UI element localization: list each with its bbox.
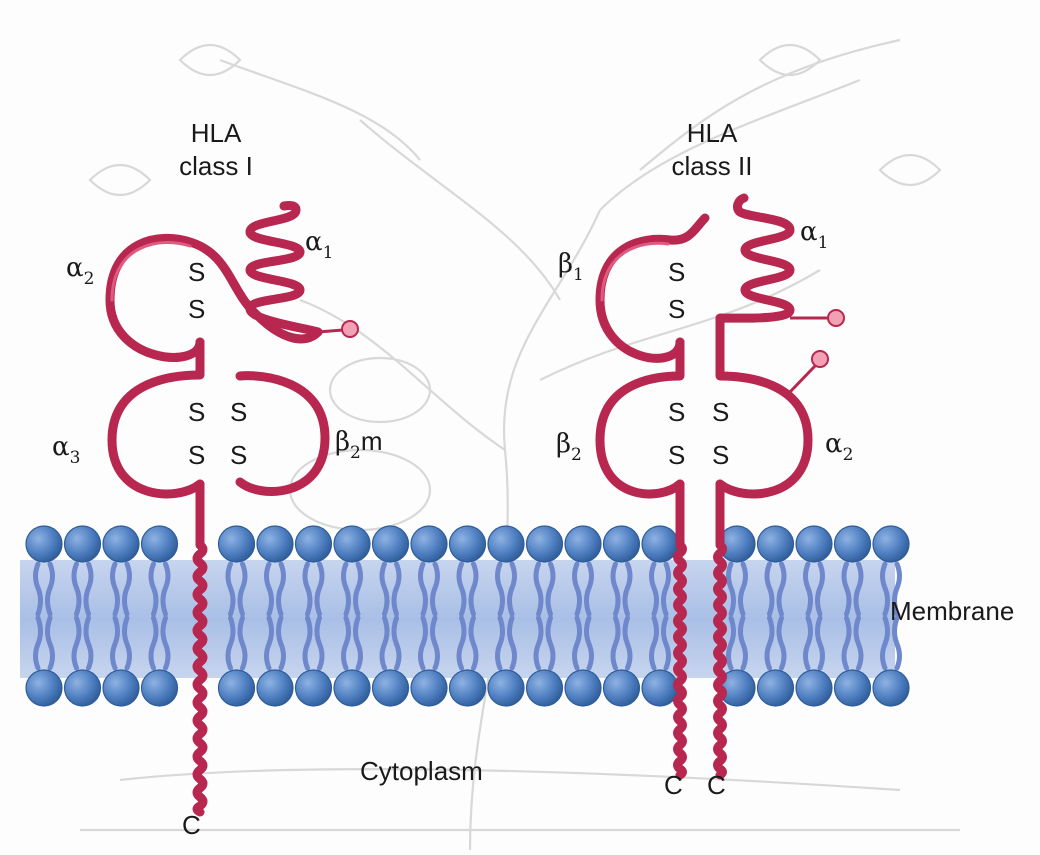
class1-disulfide-s: S bbox=[230, 440, 247, 470]
lipid-head bbox=[758, 526, 794, 562]
lipid-head bbox=[103, 670, 139, 706]
class2-disulfide-s: S bbox=[668, 440, 685, 470]
lipid-head bbox=[758, 670, 794, 706]
lipid-head bbox=[219, 526, 255, 562]
lipid-head bbox=[219, 670, 255, 706]
lipid-head bbox=[257, 670, 293, 706]
class1-disulfide-s: S bbox=[188, 257, 205, 287]
lipid-head bbox=[411, 670, 447, 706]
lipid-head bbox=[796, 526, 832, 562]
lipid-head bbox=[65, 526, 101, 562]
lipid-head bbox=[257, 526, 293, 562]
class2-title-line2: class II bbox=[672, 151, 753, 181]
class2-disulfide-s: S bbox=[668, 397, 685, 427]
lipid-head bbox=[142, 526, 178, 562]
lipid-head bbox=[334, 670, 370, 706]
lipid-head bbox=[296, 526, 332, 562]
class2-alpha-transmembrane-tail bbox=[718, 484, 723, 775]
class1-title-line1: HLA bbox=[191, 118, 242, 148]
class1-disulfide-s: S bbox=[188, 294, 205, 324]
lipid-bilayer-membrane bbox=[20, 526, 909, 706]
class1-alpha3-label: α3 bbox=[52, 432, 80, 468]
class1-title-line2: class I bbox=[179, 151, 253, 181]
class1-alpha1-domain bbox=[250, 205, 318, 332]
class1-alpha-transmembrane-tail bbox=[197, 484, 203, 812]
class2-disulfide-s: S bbox=[668, 294, 685, 324]
class2-glycan-stalk bbox=[790, 366, 815, 392]
lipid-head bbox=[65, 670, 101, 706]
class2-disulfide-s: S bbox=[712, 397, 729, 427]
class2-title-line1: HLA bbox=[687, 118, 738, 148]
lipid-head bbox=[103, 526, 139, 562]
cytoplasm-label: Cytoplasm bbox=[360, 756, 483, 786]
class1-glycan-stalk bbox=[318, 330, 343, 332]
class1-alpha3-domain bbox=[112, 342, 200, 494]
lipid-head bbox=[835, 670, 871, 706]
class1-alpha1-label: α1 bbox=[305, 227, 333, 263]
lipid-head bbox=[835, 526, 871, 562]
class1-beta2m-label: β2m bbox=[335, 426, 383, 463]
lipid-head bbox=[26, 526, 62, 562]
hla-class-i-molecule: S S S S S S HLA class I α2 α1 α3 β2m C bbox=[52, 118, 383, 840]
lipid-head bbox=[488, 670, 524, 706]
class2-beta-transmembrane-tail bbox=[678, 484, 683, 775]
lipid-head bbox=[142, 670, 178, 706]
lipid-head bbox=[604, 526, 640, 562]
class1-c-terminus-label: C bbox=[182, 810, 201, 840]
class2-disulfide-s: S bbox=[712, 440, 729, 470]
lipid-head bbox=[565, 670, 601, 706]
class1-disulfide-s: S bbox=[230, 397, 247, 427]
lipid-head bbox=[26, 670, 62, 706]
lipid-head bbox=[411, 526, 447, 562]
class2-alpha1-domain bbox=[720, 198, 790, 342]
class2-beta-highlight bbox=[602, 243, 668, 300]
class2-glycan-icon bbox=[828, 310, 844, 326]
lipid-head bbox=[873, 526, 909, 562]
class2-alpha2-domain bbox=[720, 342, 808, 494]
class1-glycan-icon bbox=[342, 321, 358, 337]
lipid-head bbox=[604, 670, 640, 706]
lipid-head bbox=[373, 670, 409, 706]
lipid-head bbox=[373, 526, 409, 562]
lipid-head bbox=[334, 526, 370, 562]
lipid-head bbox=[527, 526, 563, 562]
lipid-head bbox=[565, 526, 601, 562]
lipid-head bbox=[642, 526, 678, 562]
class1-disulfide-s: S bbox=[188, 440, 205, 470]
lipid-head bbox=[450, 526, 486, 562]
lipid-head bbox=[527, 670, 563, 706]
lipid-head bbox=[642, 670, 678, 706]
class2-alpha1-label: α1 bbox=[800, 217, 828, 253]
class1-alpha2-label: α2 bbox=[66, 253, 94, 289]
class1-beta2-microglobulin bbox=[240, 376, 325, 492]
class2-alpha2-label: α2 bbox=[825, 429, 853, 465]
class2-alpha-c-terminus-label: C bbox=[707, 770, 726, 800]
class1-disulfide-s: S bbox=[188, 397, 205, 427]
class2-glycan-icon bbox=[812, 351, 828, 367]
lipid-head bbox=[873, 670, 909, 706]
class2-beta2-label: β2 bbox=[556, 429, 582, 465]
lipid-head bbox=[796, 670, 832, 706]
membrane-label: Membrane bbox=[890, 596, 1014, 626]
lipid-head bbox=[488, 526, 524, 562]
lipid-head bbox=[296, 670, 332, 706]
class2-disulfide-s: S bbox=[668, 257, 685, 287]
class2-beta-c-terminus-label: C bbox=[664, 770, 683, 800]
lipid-head bbox=[450, 670, 486, 706]
